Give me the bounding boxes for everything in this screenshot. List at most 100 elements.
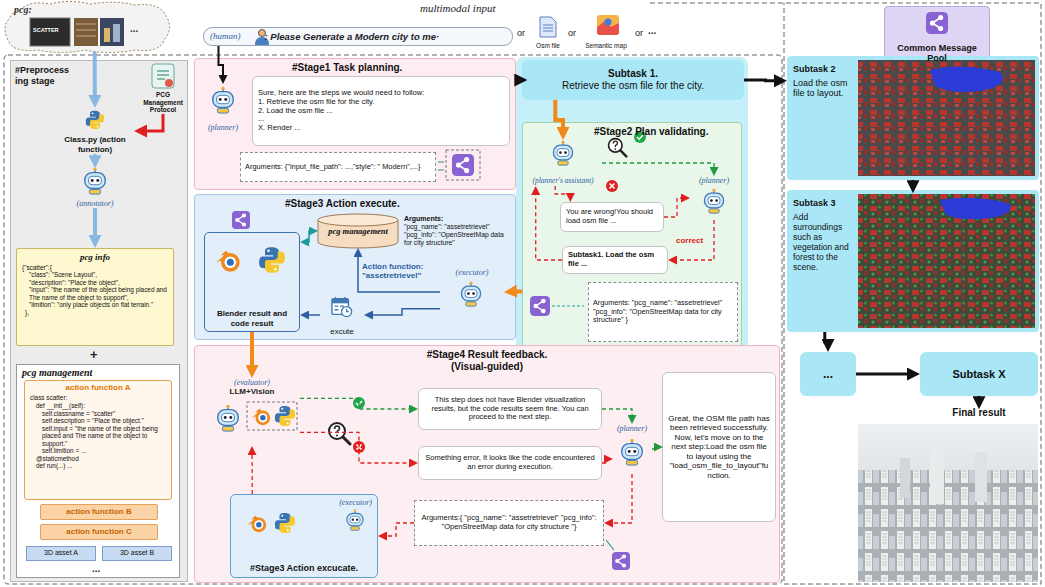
stage-panel: #Stage2 Plan validating.(planner's assis…	[522, 122, 742, 348]
node-text: Sure, here are the steps we would need t…	[258, 89, 504, 98]
label-text: SCATTER	[33, 27, 59, 33]
subtask-box: ...	[800, 352, 856, 396]
node-text: LLM+Vision	[230, 387, 275, 396]
node-text: Osm file	[536, 42, 560, 50]
node-text: 3D asset A	[44, 549, 78, 557]
edge-label: correct	[676, 236, 712, 245]
check-magnifier	[329, 423, 350, 444]
node-text: (executor)	[456, 268, 489, 277]
node-text: Common Message Pool	[888, 43, 986, 64]
subtask-box: Subtask 2Load the osm file to layout.	[787, 56, 1039, 180]
ok-mark	[634, 131, 646, 143]
connector	[744, 79, 779, 83]
stage-panel: (executor)#Stage3 Action excucate.	[230, 494, 378, 578]
node-text: #Stage1 Task planning.	[292, 62, 510, 74]
node-text: "class": "Scene Layout",	[22, 271, 168, 279]
agent-robot	[213, 87, 234, 113]
panel-box: pcg managementaction function Aclass sca…	[16, 364, 180, 578]
node-text: pcg info	[22, 252, 168, 263]
calendar-icon	[332, 297, 352, 317]
document-box: pcg info{"scatter":{"class": "Scene Layo…	[16, 248, 174, 346]
blender-icon	[248, 516, 266, 533]
node-text: X. Render ...	[258, 124, 504, 133]
connector	[305, 314, 320, 316]
database-cylinder	[318, 214, 398, 248]
label-wrap: SCATTER	[33, 27, 59, 33]
node-text: You are wrong!You should load osm file .…	[566, 208, 658, 226]
connector	[516, 78, 520, 82]
edge-label: Action function: "assetretrievel"	[362, 262, 440, 281]
file-icon	[540, 17, 556, 37]
node-text: Add surroundings such as vegetation and …	[793, 212, 855, 272]
node-text: (planner)	[617, 424, 647, 433]
connector	[93, 208, 97, 240]
node-text: (executor)	[236, 498, 372, 507]
pool-box: Common Message Pool	[884, 6, 990, 68]
connector	[555, 186, 570, 197]
pcg-thumbnail	[74, 18, 98, 46]
connector	[358, 253, 440, 292]
city-render	[858, 60, 1035, 176]
connector	[300, 398, 413, 409]
node-text: 3D asset B	[120, 549, 154, 557]
message-pool-icon	[926, 12, 948, 34]
label-text: multimodal input	[420, 2, 495, 15]
agent-robot	[622, 439, 643, 465]
subtask-band	[516, 57, 748, 355]
node-text: Arguments: "pcg_name": "assetretrievel" …	[593, 299, 733, 324]
error-mark	[353, 441, 365, 453]
function-box: action function Aclass scatter:def __ini…	[24, 380, 172, 500]
node-text: Arguments:	[404, 215, 512, 223]
node-text: Semantic map	[585, 42, 627, 50]
python-icon	[259, 247, 285, 273]
final-render	[858, 424, 1038, 582]
node-text: (planner)	[699, 176, 729, 185]
stage-panel: #Preprocess ing stagePCG Management Prot…	[10, 60, 188, 582]
node-text: PCG Management Protocol	[140, 91, 186, 114]
connector	[93, 52, 97, 100]
connector	[369, 309, 440, 315]
node-text: },	[22, 309, 168, 317]
label-wrap: ...	[648, 25, 656, 37]
label-wrap: or	[517, 28, 525, 39]
connector	[555, 100, 563, 132]
node-text: Arguments: {"input_file_path": ...,"styl…	[245, 163, 431, 172]
pcg-thumbnail	[76, 24, 96, 36]
pool-frame	[446, 150, 480, 180]
pcg-thumbnail	[113, 24, 120, 42]
node-text: (planner)	[208, 123, 238, 132]
label-wrap: +	[90, 347, 98, 362]
agent-robot	[85, 168, 106, 194]
node-text: 2. Load the osm file ...	[258, 107, 504, 116]
node-text: (human)	[210, 31, 241, 42]
label-wrap: correct	[676, 236, 712, 245]
dashed-frame	[4, 55, 782, 584]
database-node: pcg management	[318, 214, 398, 248]
agent-robot	[218, 405, 239, 431]
message-pool-icon	[530, 296, 550, 316]
agent-robot	[461, 282, 480, 307]
pool-link	[438, 162, 444, 170]
node-text: ...	[258, 115, 504, 124]
speech-bubble: Sure, here are the steps we would need t…	[252, 76, 510, 146]
node-text: "pcg_name": "assetretrievel" "pcg_info":…	[404, 223, 512, 247]
connector	[652, 447, 658, 449]
cloud-shape: pcg:	[4, 2, 172, 52]
blender-icon	[216, 251, 239, 272]
protocol-icon	[152, 64, 174, 88]
stage-panel: #Stage4 Result feedback.(Visual-guided)(…	[194, 345, 780, 583]
city-render	[858, 194, 1035, 328]
node-text: #Stage2 Plan validating.	[594, 126, 736, 138]
connector	[664, 198, 685, 217]
argument-box: Arguments:{ "pcg_name": "assetretrievel"…	[414, 500, 604, 546]
node-text: Arguments:{ "pcg_name": "assetretrievel"…	[419, 514, 599, 532]
connector	[219, 46, 224, 79]
node-text: Something error, It looks like the code …	[424, 454, 596, 472]
connector	[602, 409, 632, 419]
agent-node: (executor)	[440, 268, 504, 316]
speech-bubble: (human): Please Generate a Modern city t…	[203, 27, 513, 46]
function-box: action function C	[40, 524, 158, 540]
connector	[978, 396, 981, 402]
